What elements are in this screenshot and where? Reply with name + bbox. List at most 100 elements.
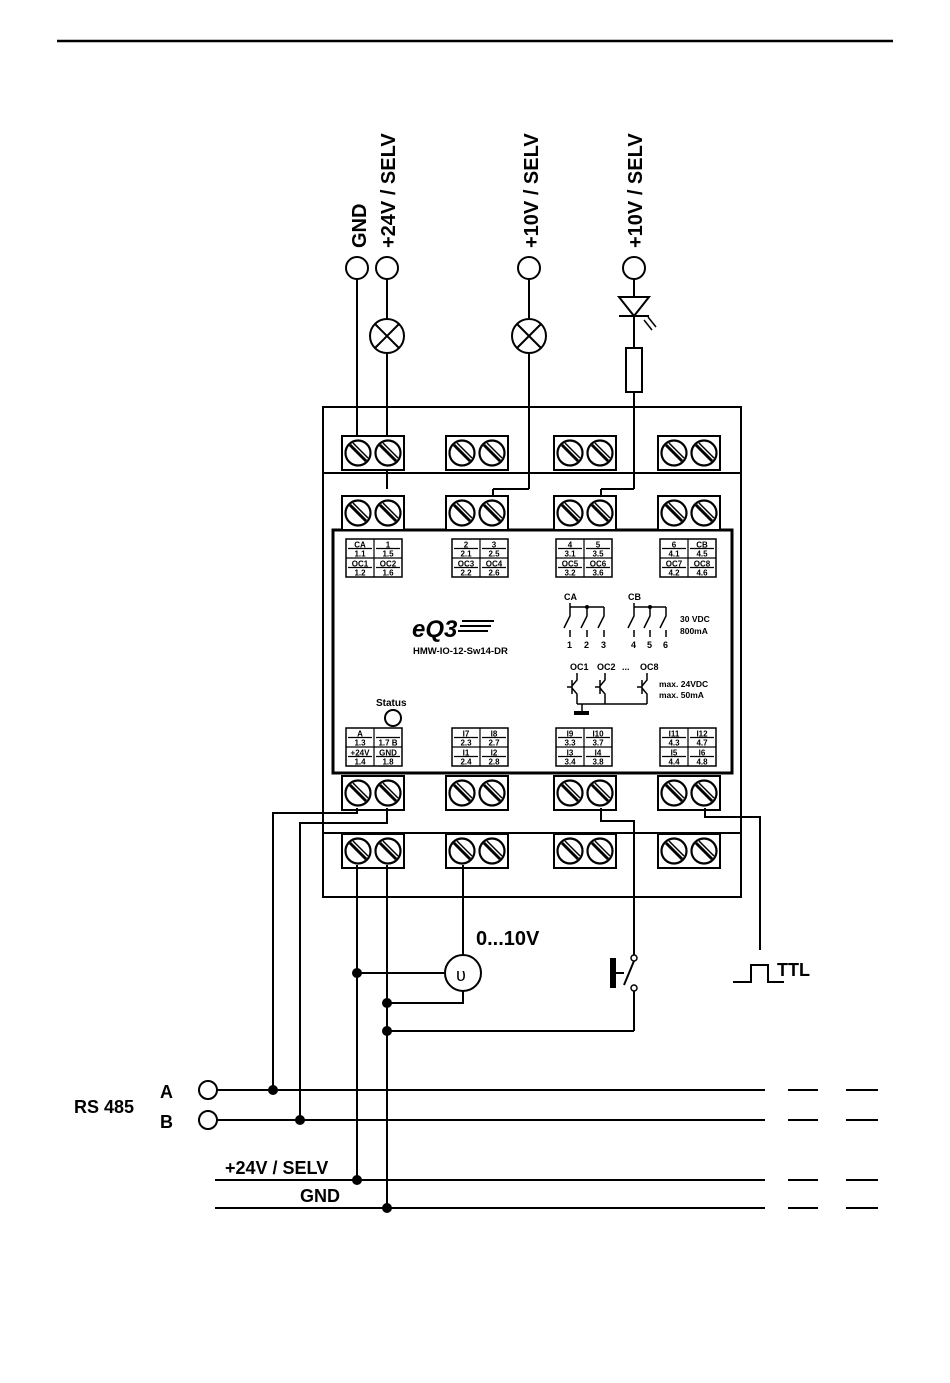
- label-10v-supply-1: +10V / SELV: [521, 133, 543, 248]
- terminal-label: 5: [596, 541, 601, 550]
- terminal-label: 4.3: [668, 739, 680, 748]
- terminal-label: 3: [492, 541, 497, 550]
- terminal-block-pair[interactable]: [553, 775, 617, 811]
- terminal-label: 4.4: [668, 758, 680, 767]
- terminal-label: 4.6: [696, 569, 708, 578]
- terminal-block-pair[interactable]: [553, 833, 617, 869]
- terminal-label: 3.7: [592, 739, 604, 748]
- terminal-label: 1.2: [354, 569, 366, 578]
- terminal-label: 4.7: [696, 739, 708, 748]
- wire-rs485-b: [299, 808, 388, 1120]
- terminal-label: OC4: [486, 560, 503, 569]
- terminal-block-pair[interactable]: [341, 833, 405, 869]
- bus-gnd-label: GND: [300, 1186, 340, 1206]
- terminal-label: 3.8: [592, 758, 604, 767]
- terminal-label: CB: [696, 541, 708, 550]
- terminal-label: GND: [379, 749, 397, 758]
- terminal-label: 1.3: [354, 739, 366, 748]
- label-24v-supply: +24V / SELV: [378, 133, 400, 248]
- terminal-label: 2.5: [488, 550, 500, 559]
- rs485-label: RS 485: [74, 1097, 134, 1117]
- status-label: Status: [376, 698, 407, 709]
- terminal-block-pair[interactable]: [445, 775, 509, 811]
- terminal-label: OC5: [562, 560, 579, 569]
- relay-voltage: 30 VDC: [680, 614, 710, 624]
- terminal-10v-1: [517, 256, 541, 280]
- terminal-label: OC3: [458, 560, 475, 569]
- terminal-block-pair[interactable]: [657, 435, 721, 471]
- terminal-label: 2.3: [460, 739, 472, 748]
- terminal-block-pair[interactable]: [445, 435, 509, 471]
- bus-b-terminal: [198, 1110, 218, 1130]
- label-10v-supply-2: +10V / SELV: [625, 133, 647, 248]
- terminal-label: I12: [696, 730, 708, 739]
- relay-ca-label: CA: [564, 592, 577, 602]
- terminal-label: 3.3: [564, 739, 576, 748]
- terminal-label: 2.1: [460, 550, 472, 559]
- terminal-label: I2: [491, 749, 498, 758]
- bus-a-terminal: [198, 1080, 218, 1100]
- bus-b-label: B: [160, 1112, 173, 1132]
- relay-num-3: 3: [601, 640, 606, 650]
- oc-dots: ...: [622, 662, 630, 672]
- relay-num-4: 4: [631, 640, 636, 650]
- terminal-label: I9: [567, 730, 574, 739]
- terminal-block-pair[interactable]: [445, 495, 509, 531]
- relay-current: 800mA: [680, 626, 708, 636]
- terminal-block-pair[interactable]: [341, 495, 405, 531]
- oc2-label: OC2: [597, 662, 616, 672]
- terminal-block-pair[interactable]: [553, 495, 617, 531]
- terminal-label: 2.8: [488, 758, 500, 767]
- terminal-block-pair[interactable]: [341, 435, 405, 471]
- terminal-label: I3: [567, 749, 574, 758]
- terminal-block-pair[interactable]: [445, 833, 509, 869]
- terminal-label: I8: [491, 730, 498, 739]
- terminal-label: 3.6: [592, 569, 604, 578]
- terminal-block-pair[interactable]: [553, 435, 617, 471]
- analog-sensor-icon: υ: [444, 954, 482, 992]
- device-front-panel: [331, 528, 734, 775]
- terminal-label: 3.2: [564, 569, 576, 578]
- terminal-block-pair[interactable]: [341, 775, 405, 811]
- pushbutton-icon: [610, 954, 638, 1031]
- terminal-block-pair[interactable]: [657, 495, 721, 531]
- terminal-label: 3.4: [564, 758, 576, 767]
- wire-rs485-a: [272, 808, 358, 1090]
- status-led: [384, 709, 402, 727]
- terminal-label: CA: [354, 541, 366, 550]
- terminal-label: 1.1: [354, 550, 366, 559]
- terminal-label: OC7: [666, 560, 683, 569]
- led-icon: [616, 279, 657, 348]
- junction-dot: [382, 1026, 392, 1036]
- svg-text:eQ3: eQ3: [412, 616, 458, 643]
- terminal-label: OC6: [590, 560, 607, 569]
- terminal-label: OC2: [380, 560, 397, 569]
- terminal-block-pair[interactable]: [657, 775, 721, 811]
- terminal-label: I4: [595, 749, 602, 758]
- terminal-10v-2: [622, 256, 646, 280]
- wire-pushbutton: [600, 808, 635, 955]
- device-model: HMW-IO-12-Sw14-DR: [413, 646, 508, 657]
- terminal-label: 2: [464, 541, 469, 550]
- ttl-pulse-icon: [733, 964, 784, 983]
- bus-a-label: A: [160, 1082, 173, 1102]
- terminal-label: OC8: [694, 560, 711, 569]
- terminal-label: I7: [463, 730, 470, 739]
- device-housing: [322, 406, 742, 898]
- oc8-label: OC8: [640, 662, 659, 672]
- terminal-label: I1: [463, 749, 470, 758]
- terminal-label: 1.6: [382, 569, 394, 578]
- ttl-label: TTL: [777, 960, 810, 980]
- oc-voltage: max. 24VDC: [659, 679, 708, 689]
- terminal-block-pair[interactable]: [657, 833, 721, 869]
- terminal-label: I10: [592, 730, 604, 739]
- terminal-label: I5: [671, 749, 678, 758]
- terminal-label: 6: [672, 541, 677, 550]
- terminal-label: I11: [669, 730, 680, 739]
